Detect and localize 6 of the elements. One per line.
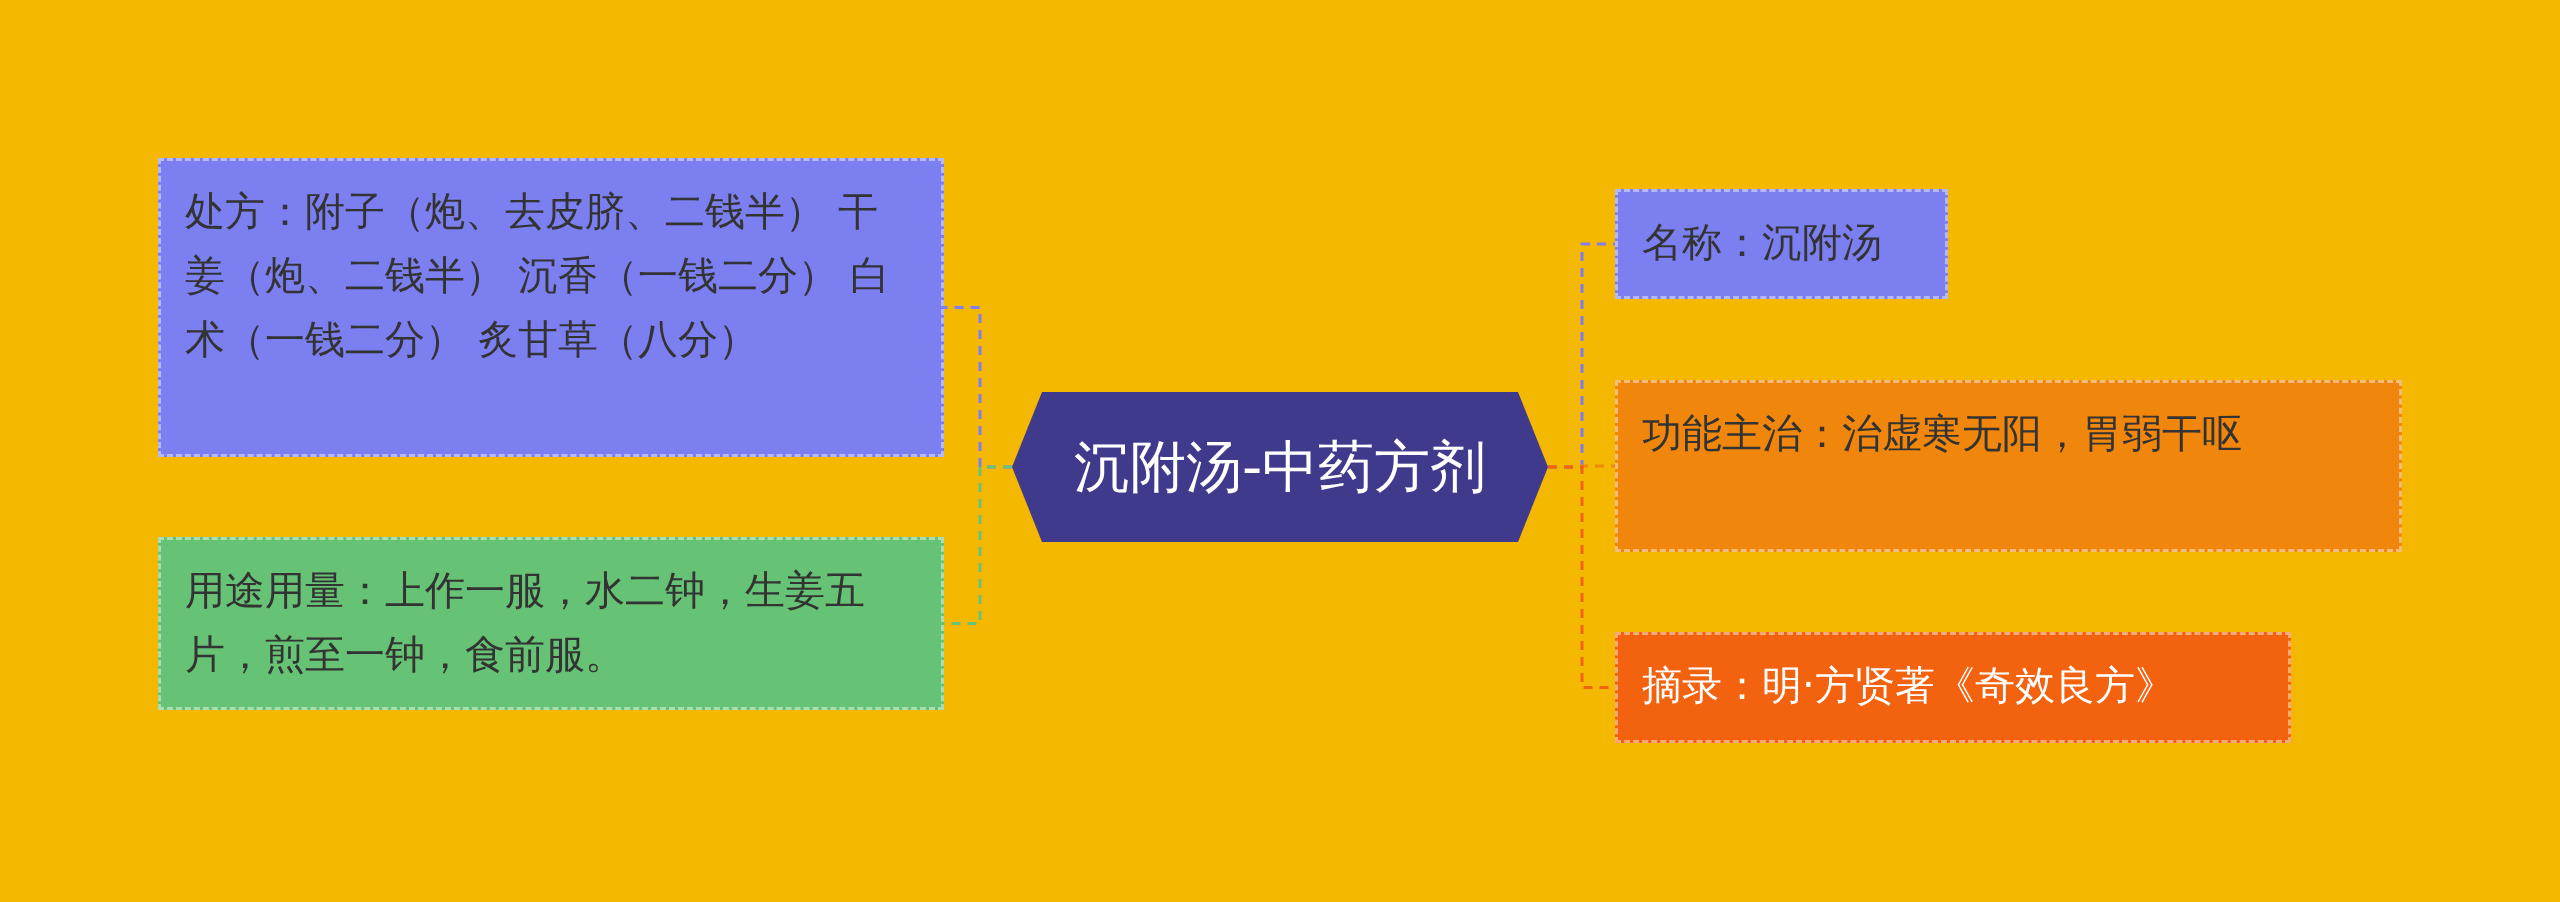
topic-box: 处方：附子（炮、去皮脐、二钱半） 干姜（炮、二钱半） 沉香（一钱二分） 白术（一钱二分） 炙甘草（八分）: [158, 158, 944, 457]
topic-box: 摘录：明·方贤著《奇效良方》: [1615, 632, 2291, 743]
topic-box: 功能主治：治虚寒无阳，胃弱干呕: [1615, 380, 2402, 552]
central-topic: 沉附汤-中药方剂: [1012, 392, 1548, 542]
topic-box: 用途用量：上作一服，水二钟，生姜五片，煎至一钟，食前服。: [158, 537, 944, 710]
topic-box: 名称：沉附汤: [1615, 189, 1948, 299]
